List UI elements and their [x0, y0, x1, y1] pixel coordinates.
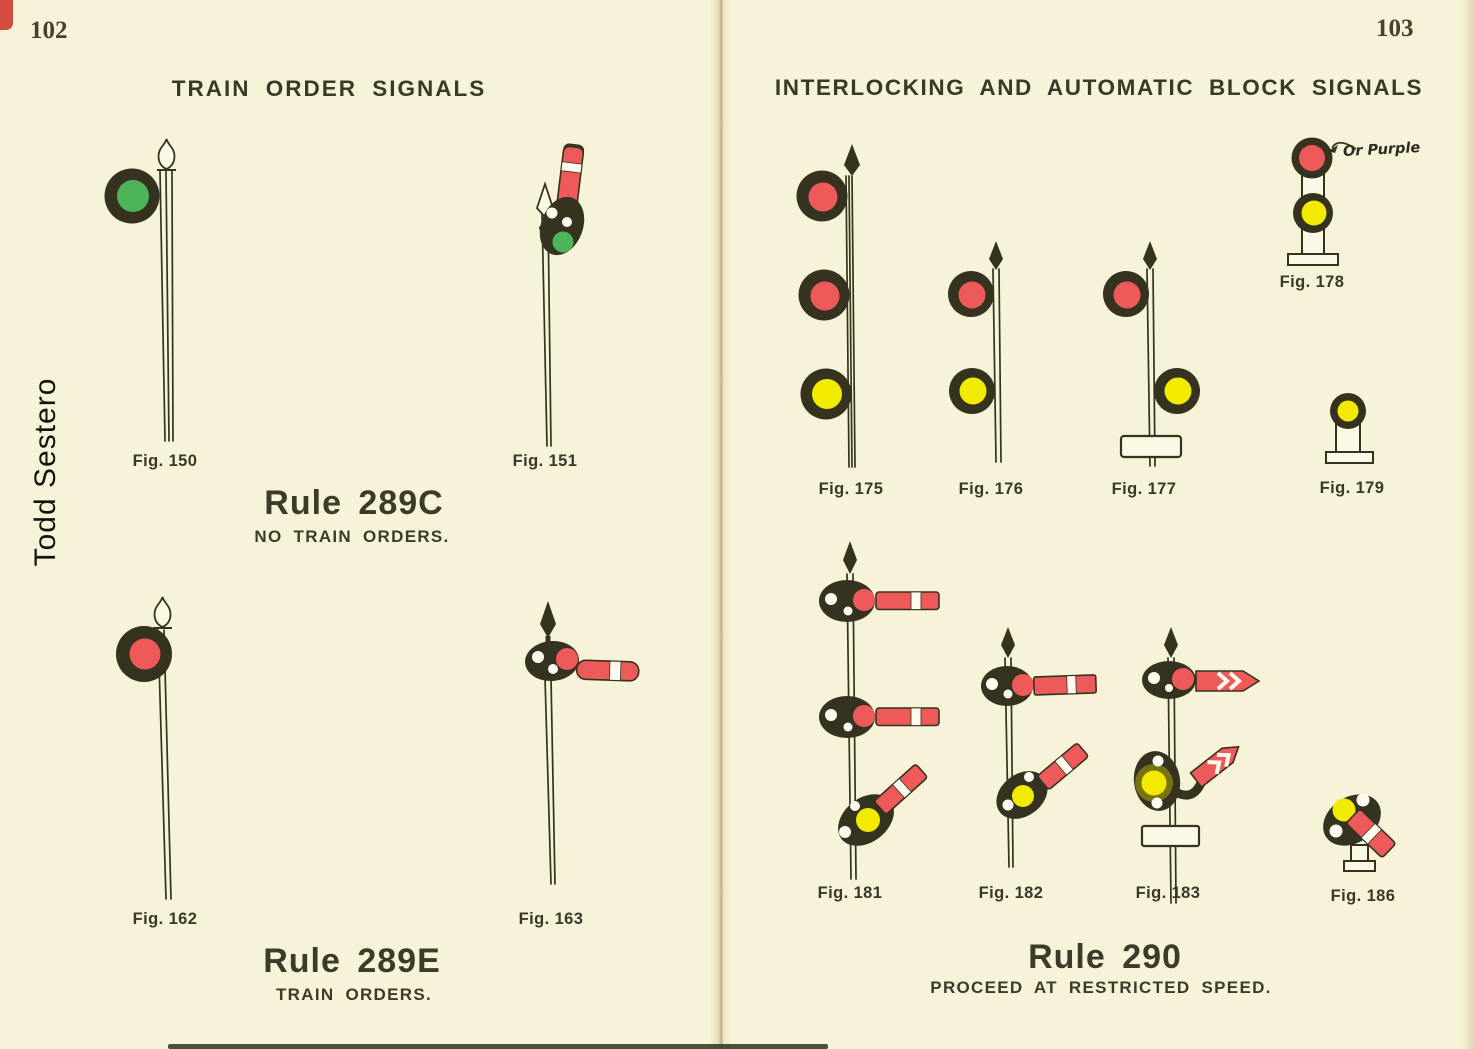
red-lens: [556, 648, 578, 670]
rule-289c-subtitle: NO TRAIN ORDERS.: [254, 527, 450, 546]
page-number-left: 102: [30, 17, 68, 44]
finial-spear: [1001, 627, 1015, 658]
rule-289e-title: Rule 289E: [263, 942, 441, 980]
rule-289e-subtitle: TRAIN ORDERS.: [275, 985, 433, 1004]
red-light: [808, 182, 838, 212]
rule-290-title: Rule 290: [1028, 938, 1182, 976]
semaphore-arm-horizontal: [575, 659, 640, 682]
left-page-title: TRAIN ORDER SIGNALS: [171, 76, 487, 101]
semaphore-arm-diagonal: [1346, 809, 1396, 858]
yellow-lens: [856, 808, 880, 832]
signal-base: [1343, 860, 1376, 872]
fig-181-label: Fig. 181: [817, 884, 883, 902]
red-light: [1113, 281, 1141, 309]
finial-spear: [1143, 241, 1157, 270]
scan-artifact-corner: [0, 0, 13, 30]
fig-151-drawing: [535, 143, 585, 447]
finial-spear: [843, 541, 857, 574]
signal-base: [1325, 451, 1374, 464]
semaphore-arm-vertical: [556, 143, 585, 210]
fig-150-label: Fig. 150: [132, 452, 198, 470]
fig-162-label: Fig. 162: [132, 910, 198, 928]
annotation-arrow: [1331, 141, 1357, 150]
page-number-right: 103: [1376, 15, 1414, 42]
fig-182-drawing: [981, 627, 1098, 868]
finial-spear: [540, 601, 556, 638]
red-light: [129, 638, 161, 670]
fig-151-label: Fig. 151: [512, 452, 578, 470]
semaphore-arm-horizontal: [875, 707, 940, 727]
scan-artifact-bottom-line: [168, 1044, 828, 1049]
yellow-light: [812, 379, 842, 409]
fig-183-drawing: [1133, 627, 1261, 904]
fig-186-label: Fig. 186: [1330, 887, 1396, 905]
fig-183-label: Fig. 183: [1135, 884, 1201, 902]
semaphore-arm-diagonal: [1037, 743, 1089, 790]
yellow-light: [1164, 377, 1192, 405]
fig-178-label: Fig. 178: [1279, 273, 1345, 291]
page-edge-shade: [1462, 0, 1474, 1049]
number-plate: [1140, 824, 1201, 848]
number-plate: [1119, 434, 1183, 459]
finial-spear: [989, 241, 1003, 270]
semaphore-arm-horizontal: [1032, 674, 1098, 696]
fig-176-drawing: [948, 241, 1003, 463]
fig-177-label: Fig. 177: [1111, 480, 1177, 498]
fig-175-label: Fig. 175: [818, 480, 884, 498]
fig-150-drawing: [104, 138, 176, 442]
finial-onion: [157, 138, 176, 170]
signal-base: [1287, 253, 1339, 266]
red-light: [958, 281, 986, 309]
fig-176-label: Fig. 176: [958, 480, 1024, 498]
page-gutter-fold: [710, 0, 732, 1049]
fig-179-label: Fig. 179: [1319, 479, 1385, 497]
yellow-light: [1301, 200, 1327, 226]
yellow-lens: [1012, 785, 1034, 807]
finial-spear: [1164, 627, 1178, 658]
fig-162-drawing: [116, 596, 172, 900]
fig-181-drawing: [819, 541, 940, 880]
fig-186-drawing: [1323, 793, 1396, 872]
yellow-lens: [1332, 798, 1356, 822]
yellow-light: [1337, 400, 1359, 422]
fig-177-drawing: [1103, 241, 1200, 467]
semaphore-arm-diagonal: [874, 764, 928, 815]
semaphore-arm-horizontal: [875, 591, 940, 611]
fig-163-label: Fig. 163: [518, 910, 584, 928]
fig-179-drawing: [1325, 393, 1374, 464]
yellow-light: [959, 377, 987, 405]
finial-spear: [844, 144, 860, 176]
yellow-lens: [1141, 770, 1167, 796]
red-light: [810, 281, 840, 311]
fig-182-label: Fig. 182: [978, 884, 1044, 902]
green-lens: [552, 231, 574, 253]
semaphore-arm-diagonal: [1189, 745, 1240, 789]
rule-290-subtitle: PROCEED AT RESTRICTED SPEED.: [930, 978, 1272, 997]
rule-289c-title: Rule 289C: [264, 484, 444, 522]
red-or-purple-light: [1299, 145, 1325, 171]
right-page-title: INTERLOCKING AND AUTOMATIC BLOCK SIGNALS: [774, 75, 1424, 100]
fig-178-drawing: [1287, 137, 1357, 266]
finial-onion: [153, 596, 172, 628]
fig-163-drawing: [525, 601, 640, 885]
fig-175-drawing: [796, 144, 860, 468]
green-light: [117, 180, 149, 212]
